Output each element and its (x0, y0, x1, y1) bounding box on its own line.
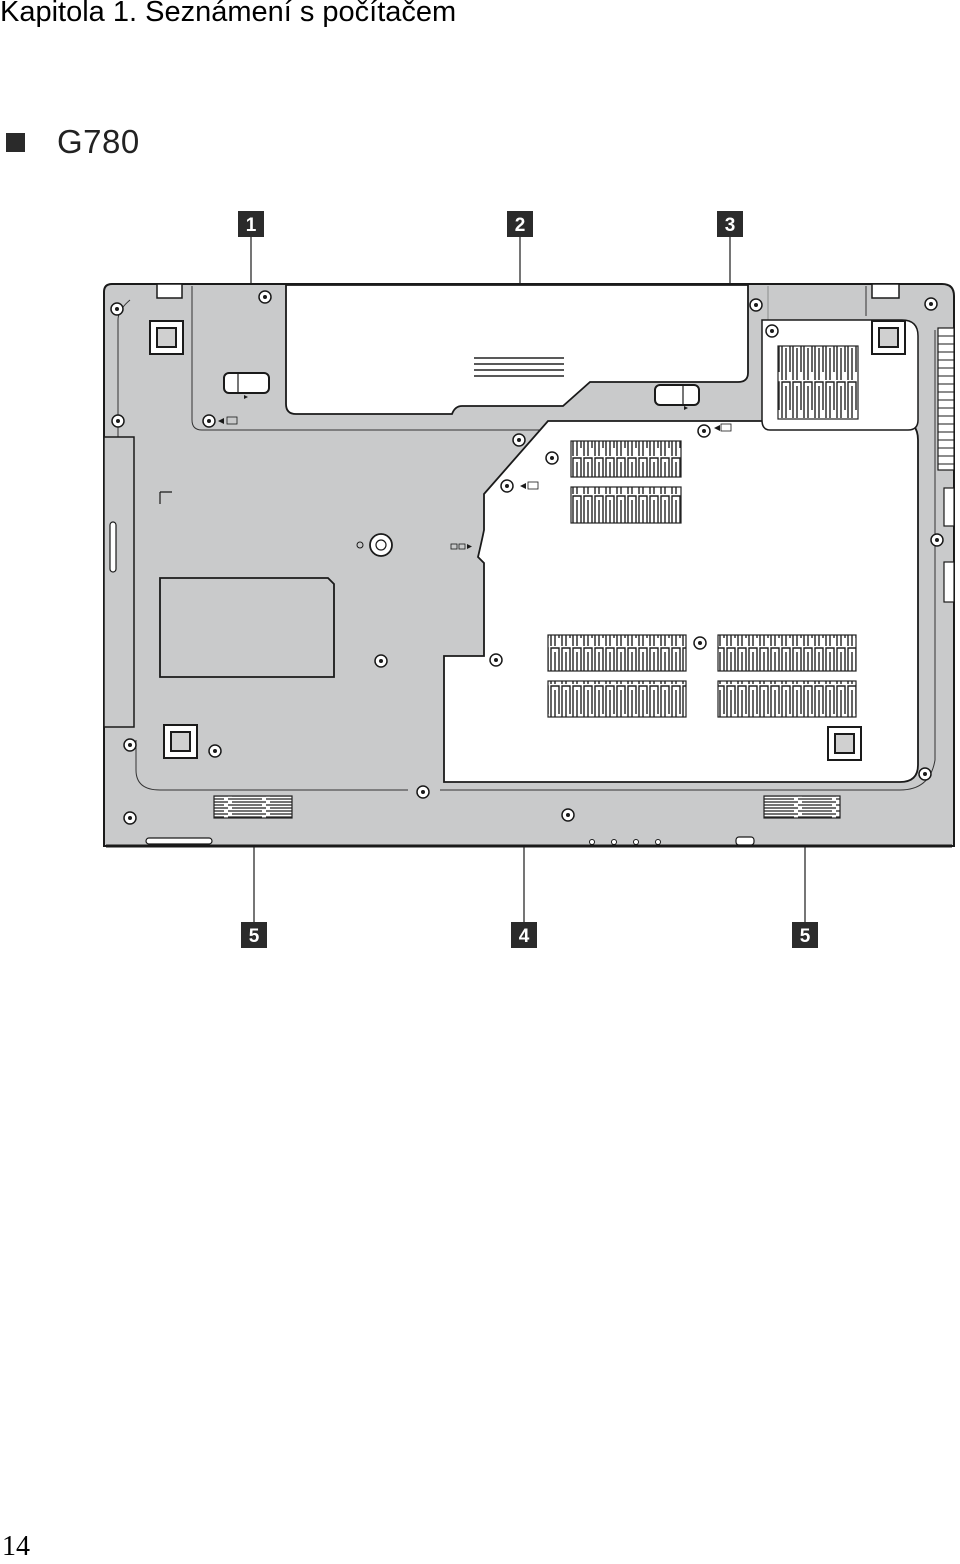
vent (547, 634, 687, 672)
model-name: G780 (57, 123, 140, 160)
vent (570, 440, 682, 478)
small-markings (218, 395, 732, 550)
callout-5-right-text: 5 (800, 926, 811, 947)
side-grille (937, 327, 955, 471)
optical-drive (103, 436, 135, 728)
vent (717, 634, 857, 672)
callout-2-text: 2 (515, 215, 526, 236)
chapter-title: Kapitola 1. Seznámení s počítačem (0, 0, 457, 28)
callout-1-text: 1 (246, 215, 257, 236)
rubber-feet (149, 320, 906, 761)
callout-3 (717, 211, 743, 237)
wireless-card-cover (159, 577, 335, 678)
callout-5-left-text: 5 (249, 926, 260, 947)
callout-5-right (792, 922, 818, 948)
callout-1 (238, 211, 264, 237)
speaker-left (213, 795, 293, 819)
section-heading: G780 (6, 122, 140, 162)
page-number: 14 (2, 1531, 30, 1562)
callout-4 (511, 922, 537, 948)
callouts: 1 2 3 5 4 5 (238, 211, 818, 948)
vent (777, 345, 859, 420)
vent (570, 486, 682, 524)
callout-4-text: 4 (519, 926, 530, 947)
battery-latch-spring (654, 384, 700, 406)
battery-pack (285, 284, 749, 415)
speaker-right (763, 795, 841, 819)
callout-2 (507, 211, 533, 237)
battery-latch-manual (223, 372, 270, 394)
callout-3-text: 3 (725, 215, 736, 236)
vent (717, 680, 857, 718)
laptop-bottom-view-illustration: 1 2 3 5 4 5 (103, 211, 955, 948)
callout-5-left (241, 922, 267, 948)
battery-grip (474, 357, 564, 377)
square-bullet-icon (6, 132, 25, 152)
vent (547, 680, 687, 718)
